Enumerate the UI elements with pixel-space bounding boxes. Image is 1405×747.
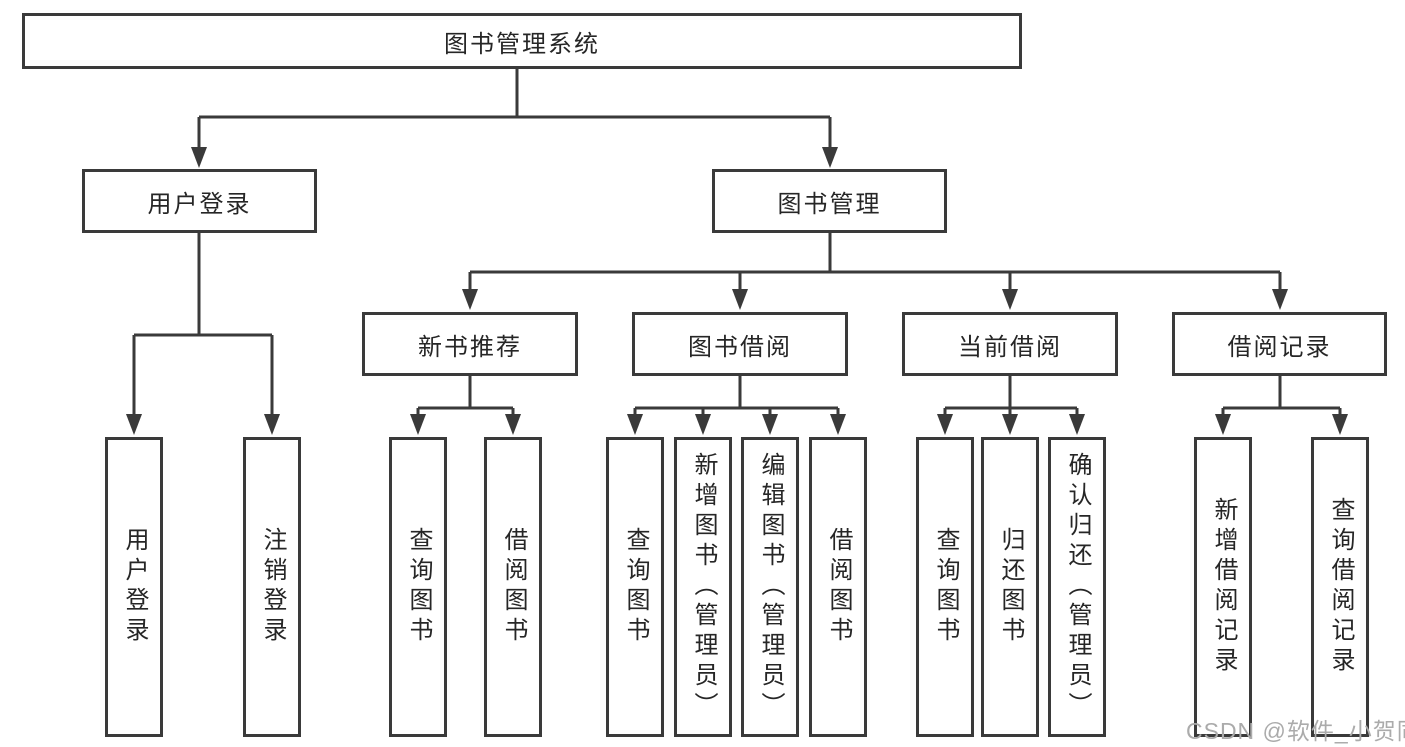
leaf-add-book-admin-label: 新增图书（管理员） [690,452,717,722]
node-current-borrow: 当前借阅 [902,312,1118,376]
leaf-borrow-books-newbooks-label: 借阅图书 [500,527,527,647]
leaf-query-borrow-record: 查询借阅记录 [1311,437,1369,737]
leaf-edit-book-admin: 编辑图书（管理员） [741,437,799,737]
node-new-books: 新书推荐 [362,312,578,376]
node-new-books-label: 新书推荐 [418,333,522,361]
leaf-user-login-label: 用户登录 [121,527,148,647]
leaf-confirm-return-admin: 确认归还（管理员） [1048,437,1106,737]
leaf-add-borrow-record-label: 新增借阅记录 [1210,497,1237,677]
connector-borrow-records-children [1215,376,1348,435]
leaf-query-books-borrow: 查询图书 [606,437,664,737]
leaf-logout: 注销登录 [243,437,301,737]
connector-new-books-children [410,376,521,435]
node-book-borrow: 图书借阅 [632,312,848,376]
node-book-borrow-label: 图书借阅 [688,333,792,361]
node-root-label: 图书管理系统 [444,30,600,58]
connector-current-borrow-children [937,376,1085,435]
leaf-return-book-label: 归还图书 [997,527,1024,647]
node-borrow-records-label: 借阅记录 [1227,333,1332,361]
connector-book-mgmt-children [462,233,1288,310]
node-borrow-records: 借阅记录 [1172,312,1387,376]
node-book-mgmt-label: 图书管理 [777,190,882,218]
node-user-login-label: 用户登录 [147,190,252,218]
connector-user-login-children [126,233,280,435]
leaf-borrow-books-borrow: 借阅图书 [809,437,867,737]
leaf-return-book: 归还图书 [981,437,1039,737]
leaf-query-books-newbooks: 查询图书 [389,437,447,737]
leaf-add-borrow-record: 新增借阅记录 [1194,437,1252,737]
leaf-confirm-return-admin-label: 确认归还（管理员） [1064,452,1091,722]
connector-book-borrow-children [627,376,846,435]
watermark: CSDN @软件_小贺同学 [1186,718,1405,744]
leaf-borrow-books-newbooks: 借阅图书 [484,437,542,737]
leaf-add-book-admin: 新增图书（管理员） [674,437,732,737]
node-user-login: 用户登录 [82,169,317,233]
leaf-edit-book-admin-label: 编辑图书（管理员） [757,452,784,722]
leaf-query-books-newbooks-label: 查询图书 [405,527,432,647]
connector-root-to-level2 [191,69,838,168]
node-book-mgmt: 图书管理 [712,169,947,233]
node-root: 图书管理系统 [22,13,1022,69]
leaf-logout-label: 注销登录 [259,527,286,647]
leaf-query-borrow-record-label: 查询借阅记录 [1327,497,1354,677]
leaf-query-books-current-label: 查询图书 [932,527,959,647]
leaf-user-login: 用户登录 [105,437,163,737]
leaf-borrow-books-borrow-label: 借阅图书 [825,527,852,647]
node-current-borrow-label: 当前借阅 [958,333,1062,361]
leaf-query-books-borrow-label: 查询图书 [622,527,649,647]
leaf-query-books-current: 查询图书 [916,437,974,737]
